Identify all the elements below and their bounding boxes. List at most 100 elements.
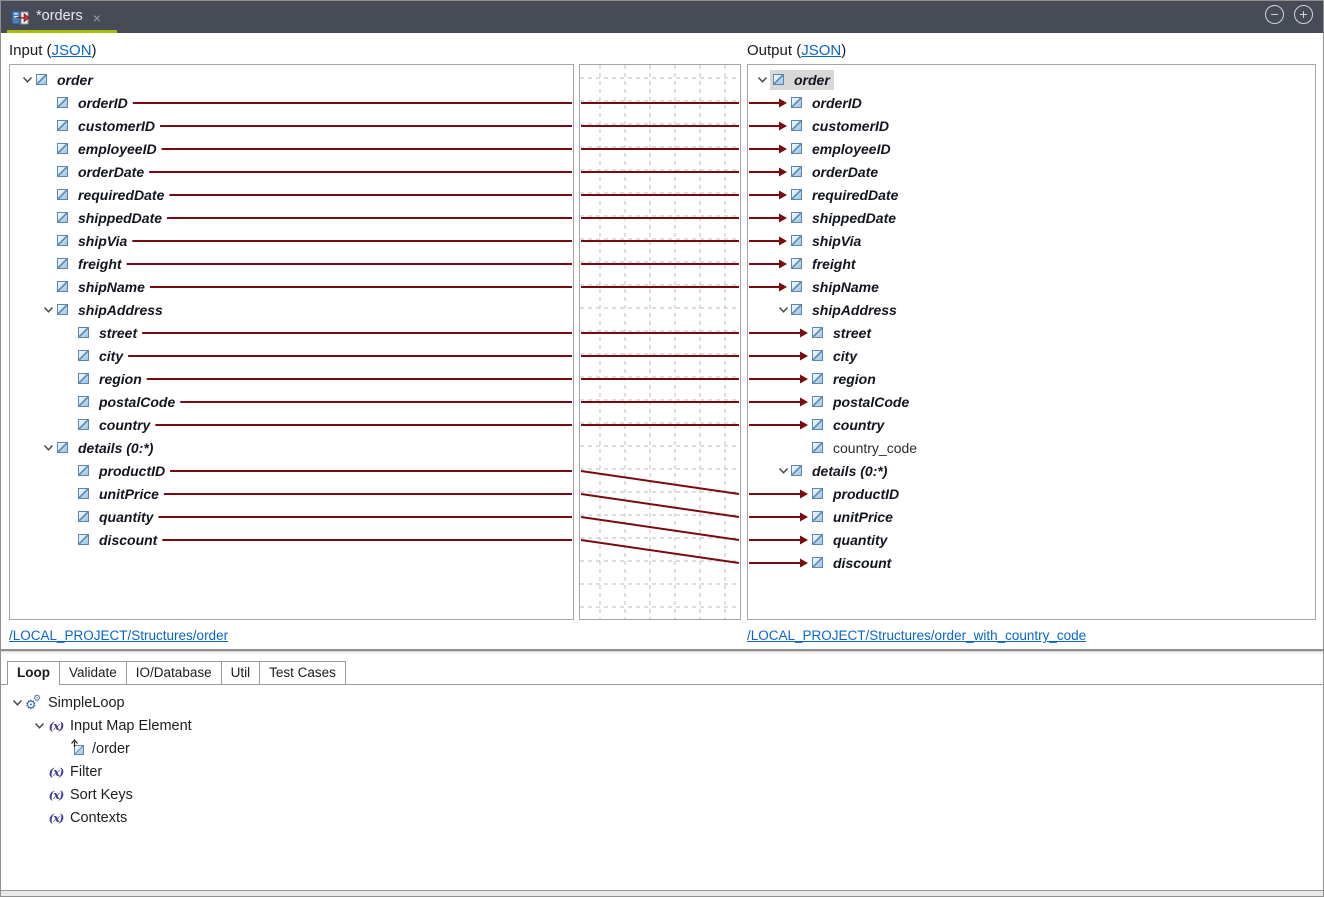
output-tree-row[interactable]: street — [748, 321, 1315, 344]
node-label: discount — [99, 531, 158, 548]
input-tree-row[interactable]: discount — [10, 528, 573, 551]
input-tree-row[interactable]: country — [10, 413, 573, 436]
bottom-tab-loop[interactable]: Loop — [7, 661, 60, 685]
node-label: unitPrice — [833, 508, 893, 525]
node-icon — [57, 166, 68, 177]
output-tree-row[interactable]: details (0:*) — [748, 459, 1315, 482]
node-icon — [78, 373, 89, 384]
node-label: requiredDate — [78, 186, 165, 203]
loop-tree-row[interactable]: (x)Sort Keys — [7, 783, 1323, 806]
chevron-down-icon[interactable] — [775, 467, 791, 475]
node-icon — [791, 97, 802, 108]
loop-tree-row[interactable]: (x)Contexts — [7, 806, 1323, 829]
input-tree-row[interactable]: quantity — [10, 505, 573, 528]
input-tree-row[interactable]: productID — [10, 459, 573, 482]
node-label: region — [99, 370, 142, 387]
input-tree-row[interactable]: shipVia — [10, 229, 573, 252]
input-tree-row[interactable]: unitPrice — [10, 482, 573, 505]
chevron-down-icon[interactable] — [31, 722, 47, 730]
input-tree-row[interactable]: shippedDate — [10, 206, 573, 229]
input-pane-header: Input (JSON) — [9, 42, 97, 59]
horizontal-splitter[interactable] — [1, 649, 1323, 654]
chevron-down-icon[interactable] — [39, 444, 57, 452]
node-label: street — [99, 324, 138, 341]
output-structure-path-link[interactable]: /LOCAL_PROJECT/Structures/order_with_cou… — [747, 628, 1087, 643]
input-tree-row[interactable]: requiredDate — [10, 183, 573, 206]
output-tree-row[interactable]: requiredDate — [748, 183, 1315, 206]
chevron-down-icon[interactable] — [18, 76, 36, 84]
input-tree-row[interactable]: shipAddress — [10, 298, 573, 321]
output-tree-row[interactable]: region — [748, 367, 1315, 390]
output-tree-row[interactable]: city — [748, 344, 1315, 367]
document-tab-bar: *orders × − + — [1, 1, 1323, 33]
input-header-suffix: ) — [91, 42, 97, 59]
output-tree-row[interactable]: shipVia — [748, 229, 1315, 252]
mapping-grid-canvas[interactable] — [579, 64, 741, 620]
node-label: customerID — [812, 117, 890, 134]
output-tree-row[interactable]: quantity — [748, 528, 1315, 551]
chevron-down-icon[interactable] — [775, 306, 791, 314]
output-tree-row[interactable]: shipAddress — [748, 298, 1315, 321]
node-label: quantity — [99, 508, 154, 525]
output-tree-row[interactable]: productID — [748, 482, 1315, 505]
input-tree-row[interactable]: employeeID — [10, 137, 573, 160]
input-tree-row[interactable]: details (0:*) — [10, 436, 573, 459]
output-tree-row[interactable]: shippedDate — [748, 206, 1315, 229]
loop-tree-row[interactable]: (x)Input Map Element — [7, 714, 1323, 737]
tab-close-icon[interactable]: × — [92, 9, 101, 26]
output-tree-row[interactable]: postalCode — [748, 390, 1315, 413]
node-icon — [57, 189, 68, 200]
bottom-tab-test-cases[interactable]: Test Cases — [259, 661, 346, 684]
active-tab-underline — [7, 30, 117, 33]
loop-tree-row[interactable]: (x)Filter — [7, 760, 1323, 783]
bottom-tab-io-database[interactable]: IO/Database — [125, 661, 222, 684]
input-tree-row[interactable]: city — [10, 344, 573, 367]
chevron-down-icon[interactable] — [9, 699, 25, 707]
collapse-all-button[interactable]: − — [1265, 5, 1284, 24]
output-json-link[interactable]: JSON — [801, 42, 842, 59]
chevron-down-icon[interactable] — [754, 76, 770, 84]
bottom-tab-util[interactable]: Util — [220, 661, 261, 684]
loop-tree-row[interactable]: /order — [7, 737, 1323, 760]
output-tree-row[interactable]: country_code — [748, 436, 1315, 459]
input-tree-row[interactable]: shipName — [10, 275, 573, 298]
output-tree-row[interactable]: employeeID — [748, 137, 1315, 160]
input-tree-row[interactable]: order — [10, 68, 573, 91]
output-tree-row[interactable]: customerID — [748, 114, 1315, 137]
node-label: shipName — [78, 278, 145, 295]
input-tree-row[interactable]: region — [10, 367, 573, 390]
loop-tree-row[interactable]: ⚙⚙SimpleLoop — [7, 691, 1323, 714]
node-icon — [791, 120, 802, 131]
function-icon: (x) — [48, 810, 65, 825]
node-icon — [791, 258, 802, 269]
output-tree-row[interactable]: freight — [748, 252, 1315, 275]
input-json-link[interactable]: JSON — [51, 42, 92, 59]
node-icon — [73, 745, 84, 755]
output-tree-row[interactable]: orderDate — [748, 160, 1315, 183]
output-tree-row[interactable]: order — [748, 68, 1315, 91]
output-tree-row[interactable]: shipName — [748, 275, 1315, 298]
input-tree-row[interactable]: orderDate — [10, 160, 573, 183]
loop-gears-icon: ⚙⚙ — [25, 692, 42, 712]
output-tree-row[interactable]: discount — [748, 551, 1315, 574]
input-tree-row[interactable]: orderID — [10, 91, 573, 114]
input-tree-row[interactable]: street — [10, 321, 573, 344]
output-tree-row[interactable]: country — [748, 413, 1315, 436]
node-label: shipAddress — [812, 301, 897, 318]
input-tree-row[interactable]: customerID — [10, 114, 573, 137]
input-tree-row[interactable]: postalCode — [10, 390, 573, 413]
input-structure-path-link[interactable]: /LOCAL_PROJECT/Structures/order — [9, 628, 229, 643]
node-label: country_code — [833, 439, 918, 456]
node-label: postalCode — [99, 393, 176, 410]
node-icon — [57, 97, 68, 108]
chevron-down-icon[interactable] — [39, 306, 57, 314]
output-tree-row[interactable]: orderID — [748, 91, 1315, 114]
document-tab-orders[interactable]: *orders × — [7, 1, 109, 33]
output-tree-row[interactable]: unitPrice — [748, 505, 1315, 528]
node-icon — [78, 396, 89, 407]
expand-all-button[interactable]: + — [1294, 5, 1313, 24]
input-tree-row[interactable]: freight — [10, 252, 573, 275]
bottom-tab-validate[interactable]: Validate — [59, 661, 127, 684]
node-label: freight — [812, 255, 856, 272]
